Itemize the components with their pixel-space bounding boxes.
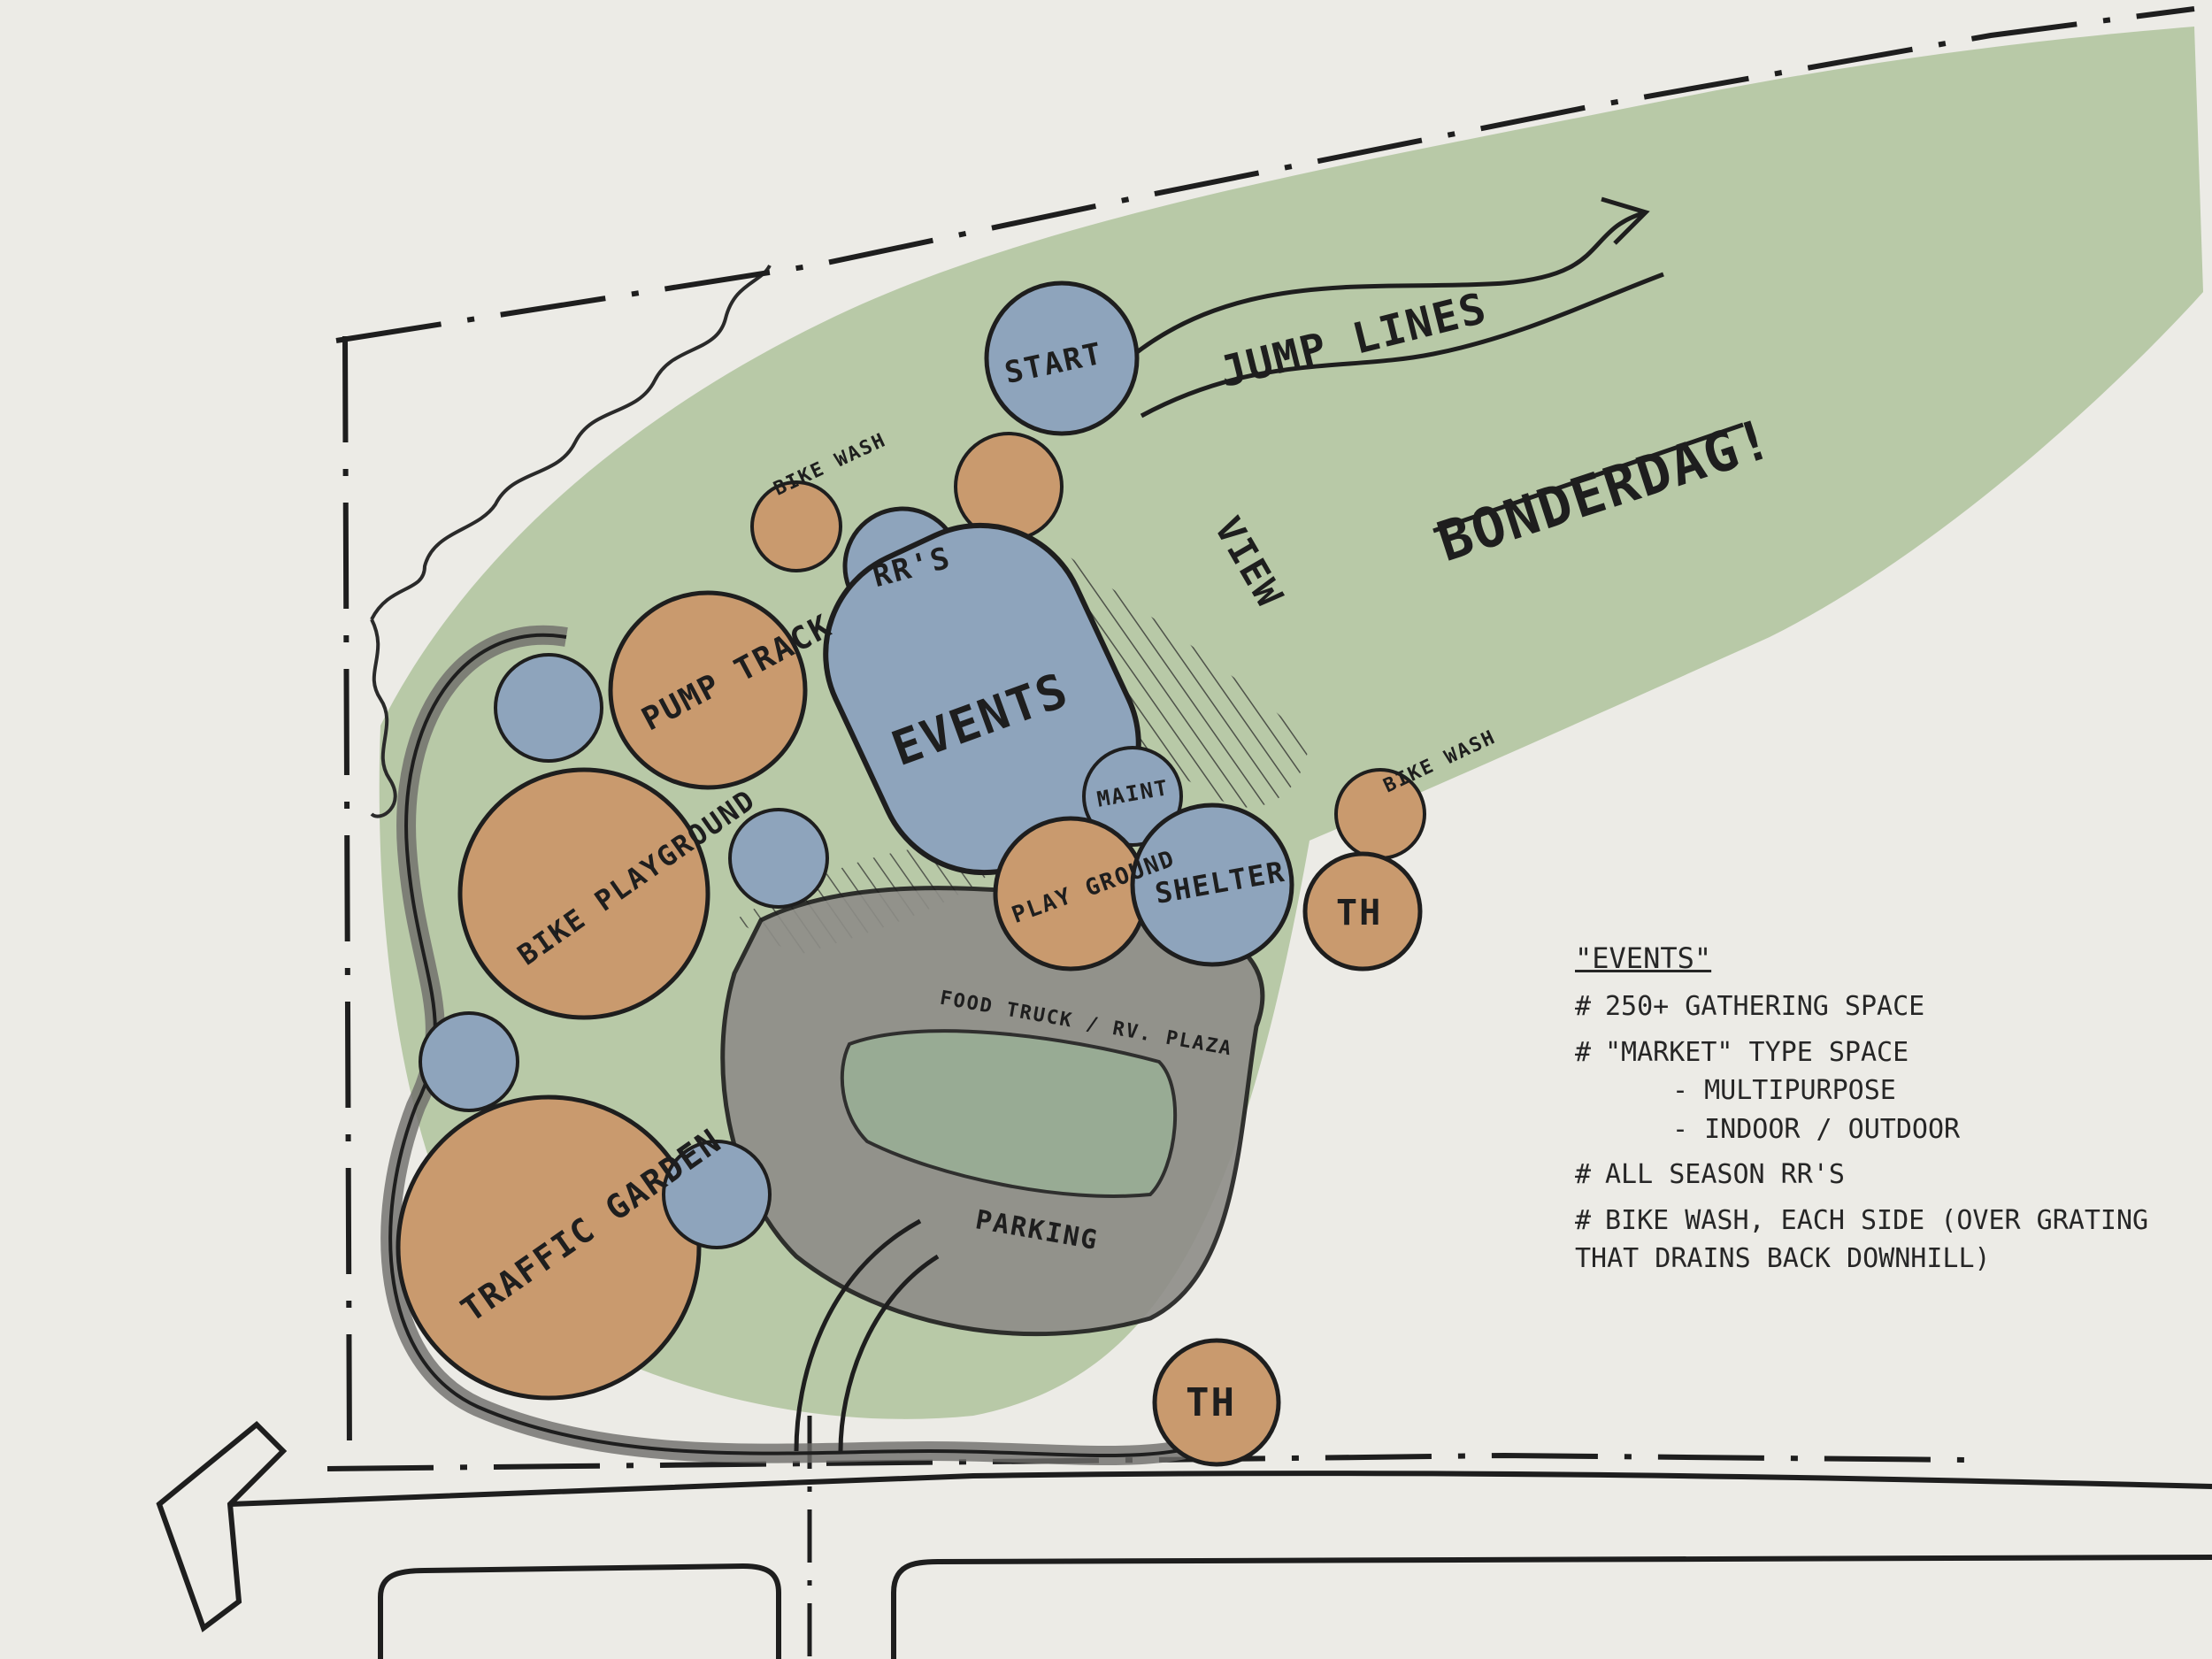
slope-hatch-area — [1044, 557, 1310, 808]
entry-arrow-icon — [156, 1420, 288, 1632]
notes-bullet: # — [1575, 1036, 1592, 1068]
th-right-label: TH — [1336, 893, 1382, 933]
events-notes: "EVENTS" #250+ GATHERING SPACE # "MARKET"… — [1575, 938, 2159, 1286]
notes-item: # ALL SEASON RR'S — [1575, 1156, 2159, 1194]
food-truck-plaza — [840, 1029, 1178, 1198]
notes-bullet: # — [1575, 991, 1592, 1023]
bike-playground-bubble — [457, 767, 710, 1020]
pump-track-bubble — [608, 590, 808, 790]
road-edge-top — [229, 1471, 2212, 1507]
small-blue-bubble-4 — [662, 1140, 772, 1249]
notes-title: "EVENTS" — [1575, 941, 1712, 975]
notes-list: #250+ GATHERING SPACE # "MARKET" TYPE SPA… — [1575, 987, 2159, 1279]
bike-wash-top-bubble — [750, 480, 842, 572]
bonderdag-underline — [1432, 422, 1744, 534]
jump-lines-path — [1122, 210, 1664, 419]
trail-loop-edge — [388, 633, 1231, 1457]
small-blue-bubble-3 — [419, 1011, 519, 1112]
notes-item: # "MARKET" TYPE SPACE - MULTIPURPOSE - IN… — [1575, 1033, 2159, 1149]
notes-item-text: BIKE WASH, EACH SIDE (OVER GRATING THAT … — [1575, 1204, 2149, 1275]
tree-line — [370, 264, 772, 620]
property-boundary-bottom — [326, 1452, 1965, 1471]
property-boundary-left — [342, 335, 352, 1461]
th-bottom-label: TH — [1186, 1380, 1236, 1425]
traffic-garden-bubble — [396, 1094, 702, 1401]
notes-bullet: # — [1575, 1204, 1592, 1236]
th-right-bubble — [1302, 851, 1423, 972]
start-bubble — [984, 280, 1140, 436]
maint-bubble — [1082, 746, 1183, 847]
property-boundary-top — [335, 6, 2195, 343]
notes-subitem: - MULTIPURPOSE — [1672, 1075, 1896, 1107]
small-blue-bubble — [494, 653, 603, 763]
notes-item-text: "MARKET" TYPE SPACE — [1605, 1036, 1909, 1068]
notes-item: #250+ GATHERING SPACE — [1575, 987, 2159, 1026]
notes-subitem: - INDOOR / OUTDOOR — [1672, 1113, 1961, 1145]
parking-entry-road — [794, 1218, 940, 1452]
shelter-bubble — [1130, 803, 1294, 967]
th-bottom-bubble — [1152, 1338, 1281, 1467]
notes-item-text: 250+ GATHERING SPACE — [1605, 991, 1925, 1023]
notes-bullet: # — [1575, 1159, 1592, 1191]
small-blue-bubble-2 — [728, 808, 829, 909]
jump-lines-arrow-icon — [1601, 196, 1650, 245]
tree-line-lower — [370, 618, 397, 818]
notes-item: #BIKE WASH, EACH SIDE (OVER GRATING THAT… — [1575, 1202, 2159, 1279]
road-edge-bottom — [378, 1555, 2212, 1659]
notes-item-text: ALL SEASON RR'S — [1605, 1159, 1845, 1191]
